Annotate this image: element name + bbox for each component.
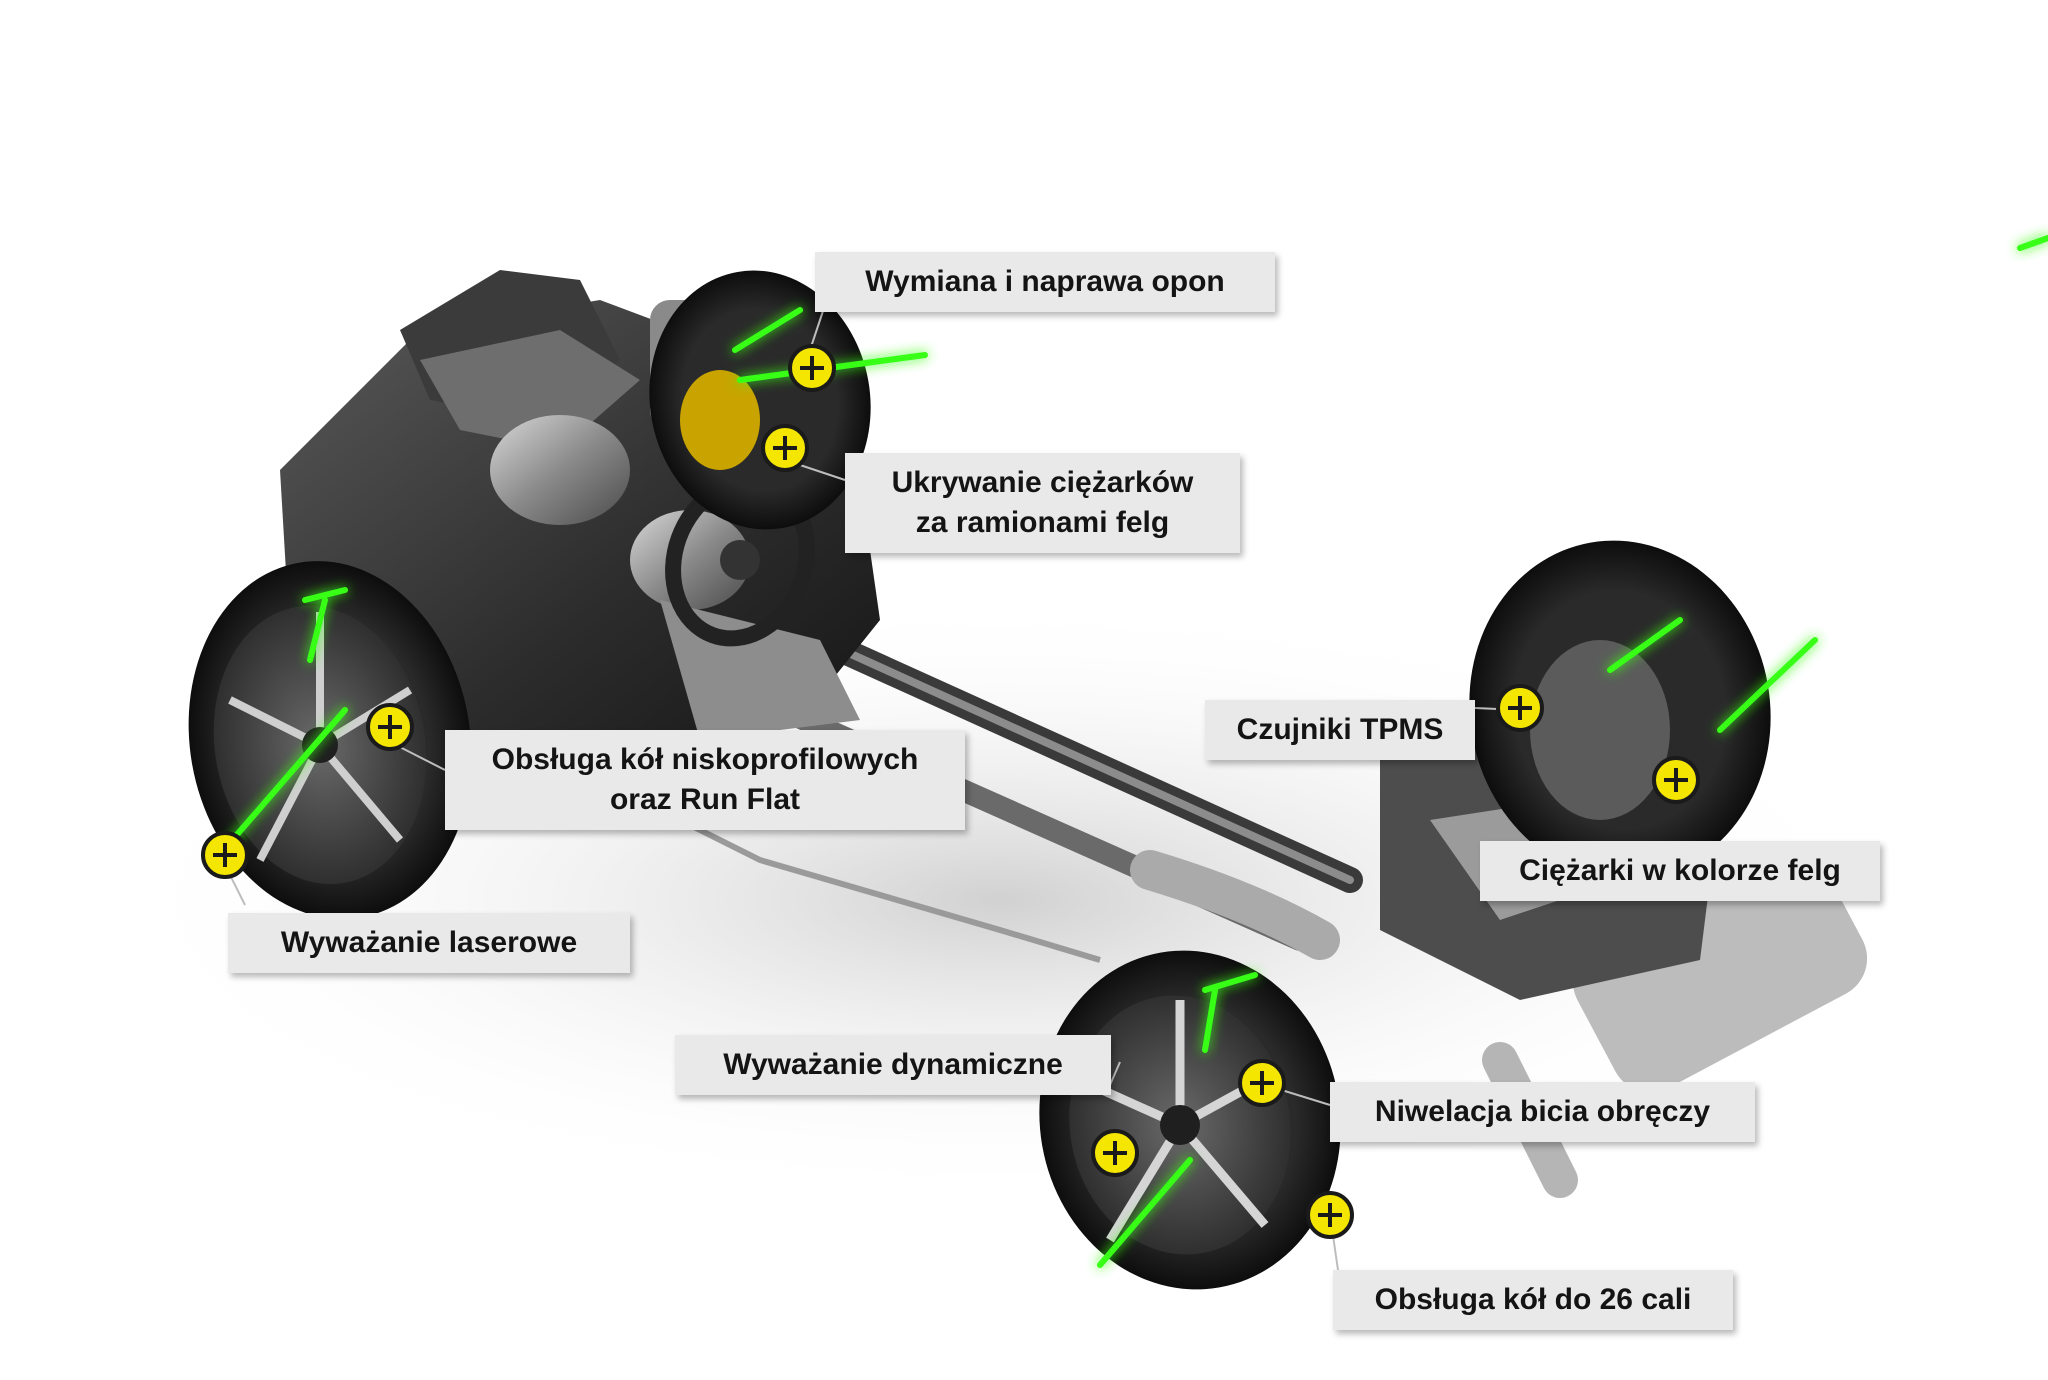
hotspot-hidden-weights-icon[interactable] [761,424,809,472]
driveshaft [638,627,1868,1198]
label-low-profile-line1: Obsługa kół niskoprofilowych [491,743,919,776]
laser-tread-front-left-cap [302,587,348,603]
hotspot-dynamic-balancing-icon[interactable] [1091,1129,1139,1177]
laser-tread-rear-left-cap [1202,972,1258,993]
label-runout-leveling-text: Niwelacja bicia obręczy [1374,1095,1711,1128]
label-tire-change: Wymiana i naprawa opon [815,252,1275,312]
laser-edge-stub [2017,235,2048,251]
label-26-inch: Obsługa kół do 26 cali [1333,1270,1733,1330]
hotspot-laser-balancing-icon[interactable] [201,831,249,879]
front-left-wheel [188,561,472,919]
label-hidden-weights-line2: za ramionami felg [915,506,1170,539]
laser-axis-rear-left [1097,1157,1193,1268]
label-tpms: Czujniki TPMS [1205,700,1475,760]
label-colored-weights: Ciężarki w kolorze felg [1480,841,1880,901]
label-laser-balancing-text: Wyważanie laserowe [280,926,578,959]
label-laser-balancing: Wyważanie laserowe [228,913,630,973]
laser-tread-rear-right [1607,617,1683,673]
hotspot-runout-leveling-icon[interactable] [1238,1059,1286,1107]
laser-lines [212,235,2048,1268]
label-tire-change-text: Wymiana i naprawa opon [865,265,1225,298]
label-low-profile: Obsługa kół niskoprofilowych oraz Run Fl… [445,730,965,830]
hotspot-colored-weights-icon[interactable] [1652,756,1700,804]
laser-tread-rear-left [1202,987,1218,1053]
hotspot-tire-change-icon[interactable] [788,344,836,392]
label-hidden-weights: Ukrywanie ciężarków za ramionami felg [845,453,1240,553]
label-colored-weights-text: Ciężarki w kolorze felg [1519,854,1841,887]
label-dynamic-balancing-text: Wyważanie dynamiczne [723,1048,1063,1081]
label-hidden-weights-line1: Ukrywanie ciężarków [891,466,1194,499]
rear-left-wheel [1039,950,1341,1290]
label-26-inch-text: Obsługa kół do 26 cali [1374,1283,1692,1316]
hotspot-low-profile-icon[interactable] [366,703,414,751]
hotspot-26-inch-icon[interactable] [1306,1191,1354,1239]
label-tpms-text: Czujniki TPMS [1236,713,1444,746]
laser-tread-front-left [307,597,328,663]
label-low-profile-line2: oraz Run Flat [609,783,800,816]
laser-axis-rear-right [1717,637,1818,733]
hotspot-tpms-icon[interactable] [1496,684,1544,732]
label-runout-leveling: Niwelacja bicia obręczy [1330,1082,1755,1142]
label-dynamic-balancing: Wyważanie dynamiczne [675,1035,1111,1095]
laser-tread-front-right [732,307,803,353]
rear-right-wheel [1469,540,1771,880]
